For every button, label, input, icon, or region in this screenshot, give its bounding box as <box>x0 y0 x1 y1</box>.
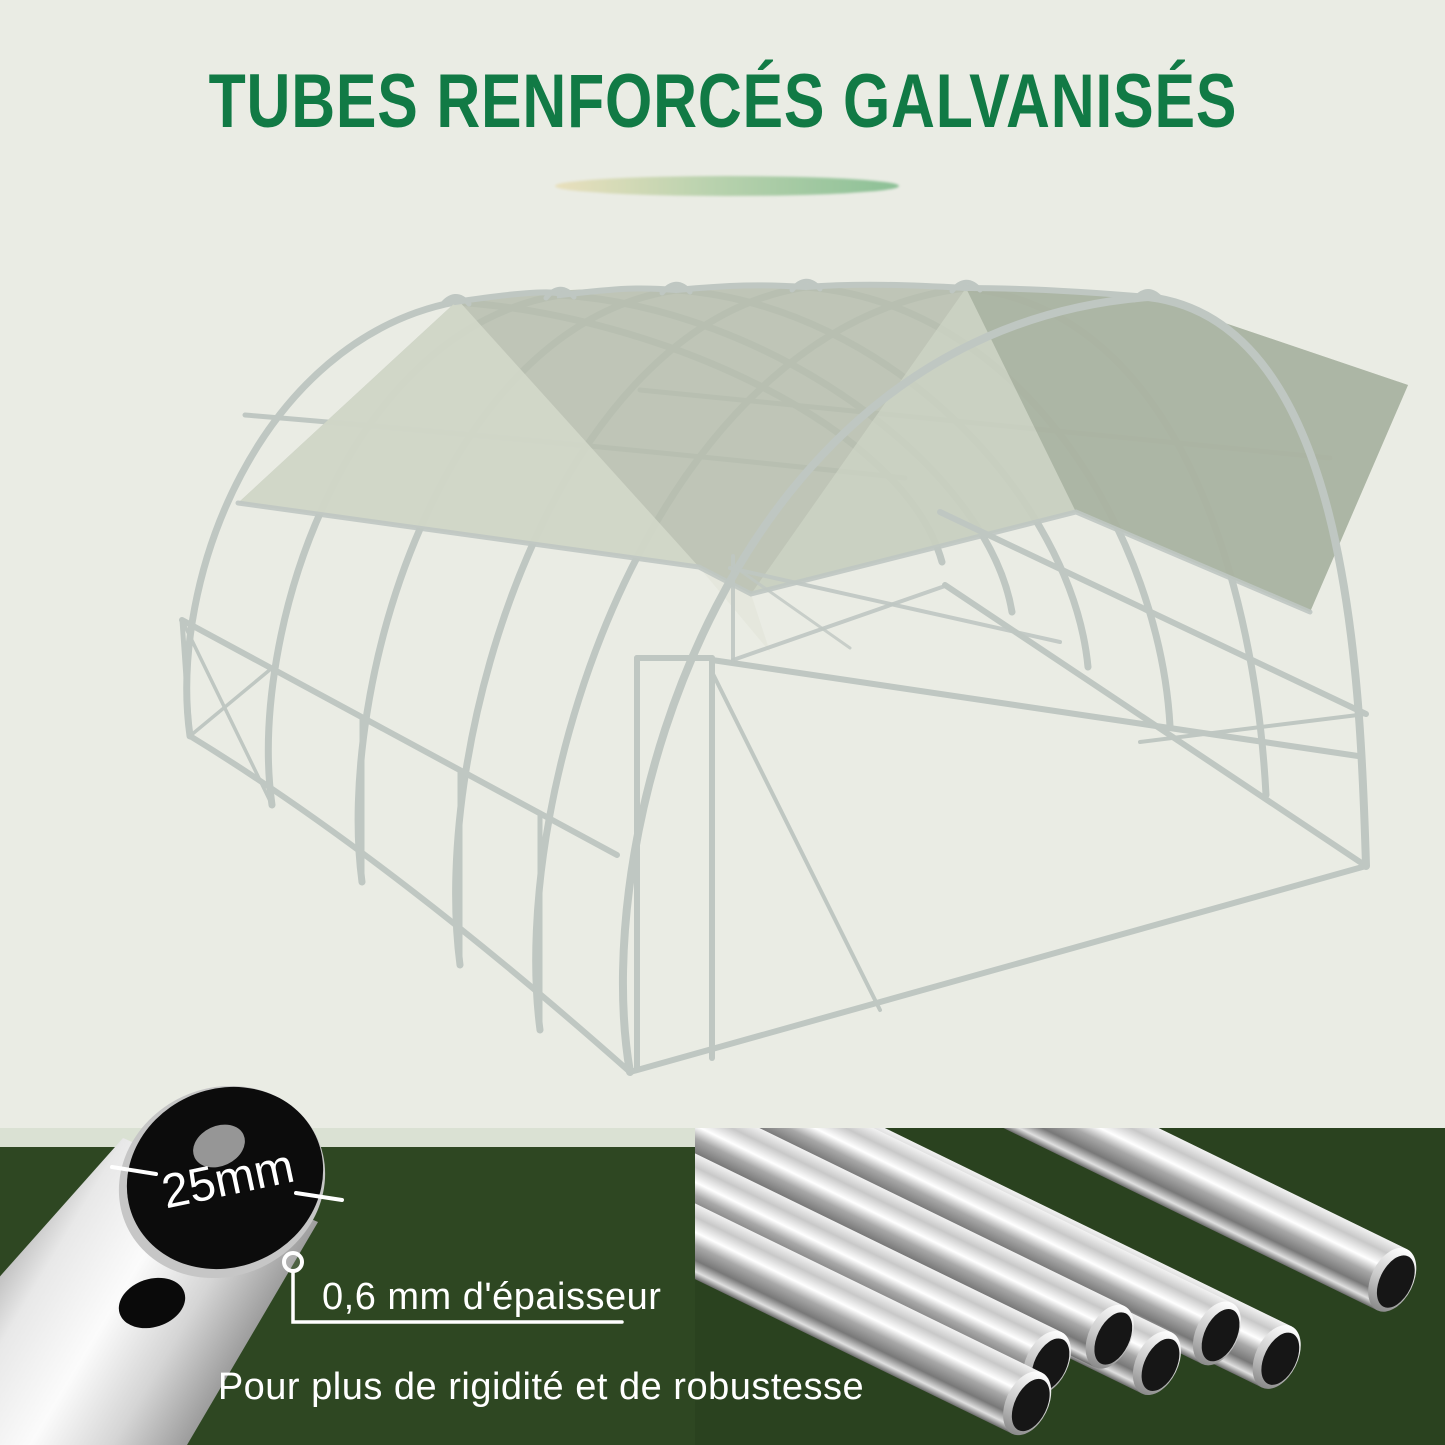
thickness-label: 0,6 mm d'épaisseur <box>322 1276 662 1318</box>
steel-tubes-photo <box>695 1128 1445 1445</box>
tube-cross-section-photo <box>0 1085 326 1445</box>
greenhouse-frame-illustration <box>179 278 1408 1076</box>
page-title: TUBES RENFORCÉS GALVANISÉS <box>0 58 1445 145</box>
roof-panel <box>238 285 1408 652</box>
thickness-leader-line <box>282 1251 624 1324</box>
title-glow-ellipse <box>555 176 899 196</box>
rigidity-caption: Pour plus de rigidité et de robustesse <box>217 1366 865 1408</box>
diameter-leader-line <box>110 1165 344 1202</box>
page-title-text: TUBES RENFORCÉS GALVANISÉS <box>208 59 1237 144</box>
